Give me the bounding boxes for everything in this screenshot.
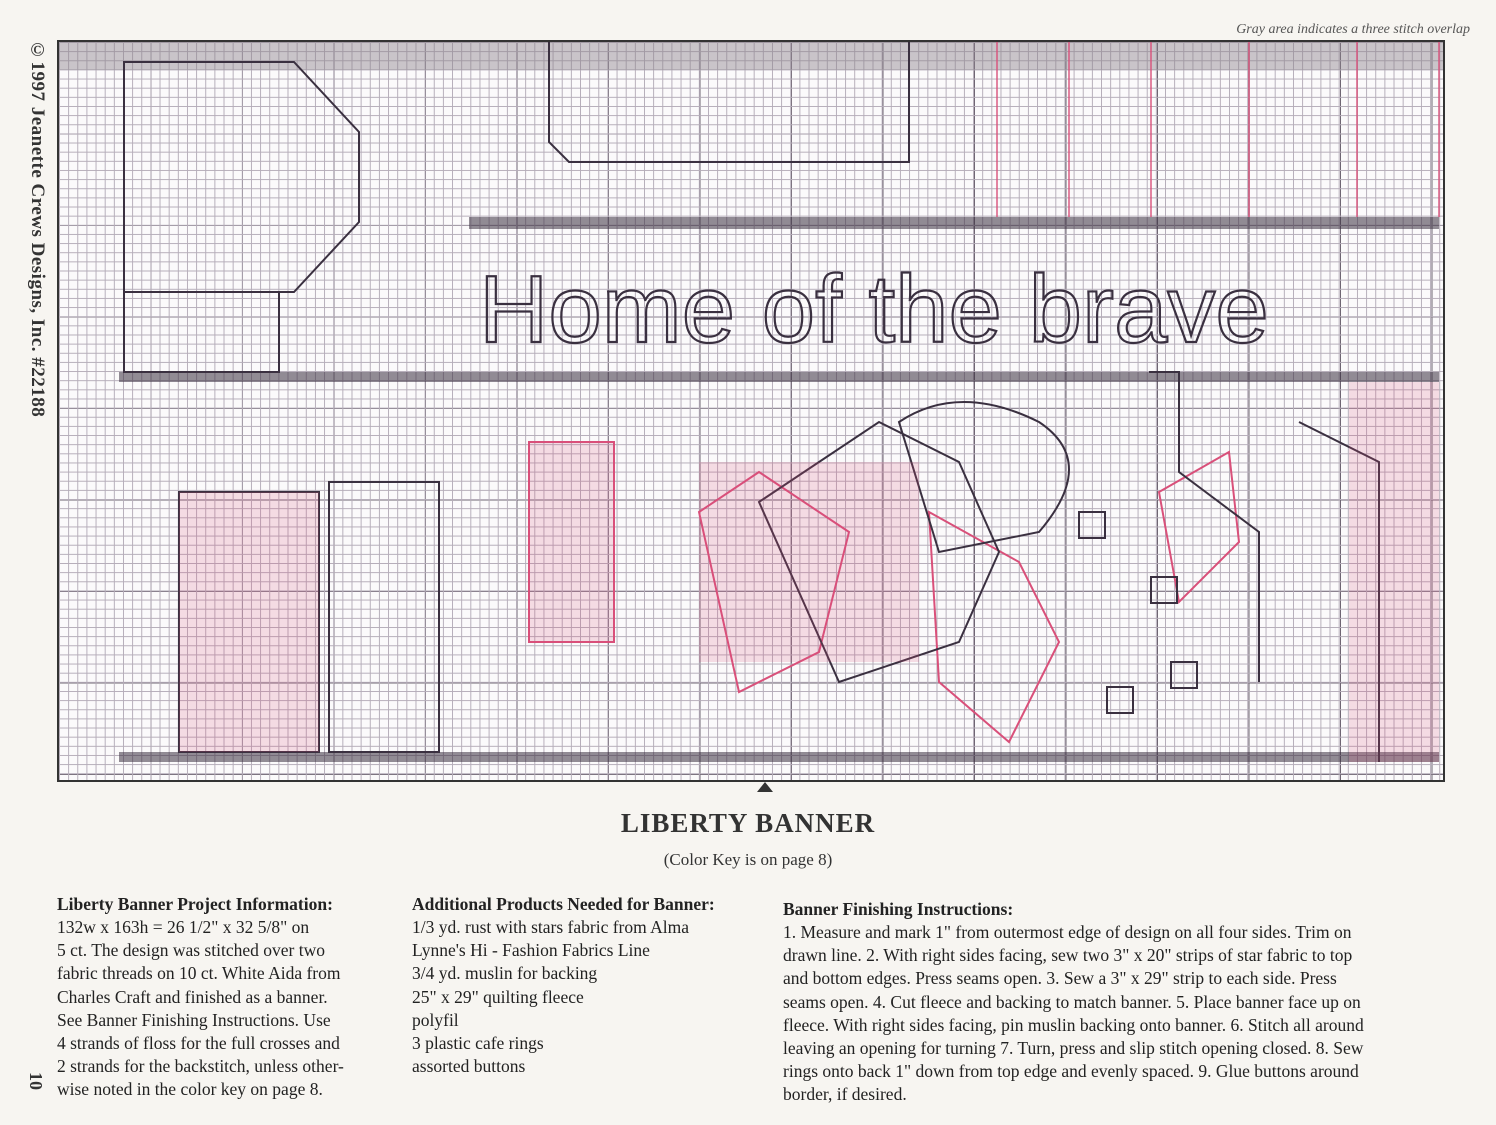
- page-number: 10: [26, 1072, 46, 1090]
- center-arrow-icon: [757, 782, 773, 792]
- page-title: LIBERTY BANNER: [620, 808, 876, 838]
- middle-outlines: [548, 42, 1380, 762]
- page-subtitle: (Color Key is on page 8): [663, 850, 833, 869]
- stitched-lettering: Home of the brave: [479, 256, 1269, 363]
- product-item: 1/3 yd. rust with stars fabric from Alma: [412, 917, 690, 937]
- project-info-line: wise noted in the color key on page 8.: [57, 1079, 323, 1100]
- finishing-line: border, if desired.: [783, 1084, 907, 1105]
- cross-stitch-chart: Home of the brave: [57, 40, 1445, 782]
- product-item: 25" x 29" quilting fleece: [412, 986, 584, 1007]
- overlap-gray-band: [59, 42, 1443, 70]
- product-item: 3/4 yd. muslin for backing: [412, 963, 598, 984]
- finishing-heading: Banner Finishing Instructions:: [783, 899, 1014, 919]
- finishing-line: drawn line. 2. With right sides facing, …: [783, 945, 1353, 966]
- middle-motifs: [528, 441, 1241, 744]
- product-item: polyfil: [412, 1009, 459, 1030]
- finishing-line: leaving an opening for turning 7. Turn, …: [783, 1038, 1364, 1059]
- finishing-column: Banner Finishing Instructions: 1. Measur…: [783, 898, 1453, 1107]
- products-column: Additional Products Needed for Banner: 1…: [412, 893, 732, 1078]
- finishing-line: fleece. With right sides facing, pin mus…: [783, 1014, 1364, 1035]
- project-info-line: 5 ct. The design was stitched over two: [57, 940, 325, 961]
- project-info-line: Charles Craft and finished as a banner.: [57, 986, 328, 1007]
- symbol-patches: [179, 382, 1439, 762]
- products-heading: Additional Products Needed for Banner:: [412, 894, 715, 914]
- finishing-line: seams open. 4. Cut fleece and backing to…: [783, 991, 1361, 1012]
- product-item: assorted buttons: [412, 1056, 526, 1077]
- project-info-line: See Banner Finishing Instructions. Use: [57, 1009, 331, 1030]
- product-item: Lynne's Hi - Fashion Fabrics Line: [412, 940, 650, 961]
- copyright-credit: ©1997 Jeanette Crews Designs, Inc. #2218…: [27, 40, 48, 418]
- project-info-line: 2 strands for the backstitch, unless oth…: [57, 1056, 344, 1077]
- overlap-note: Gray area indicates a three stitch overl…: [1236, 22, 1470, 37]
- project-info-heading: Liberty Banner Project Information:: [57, 894, 333, 914]
- finishing-line: rings onto back 1" down from top edge an…: [783, 1061, 1359, 1082]
- triangle-border: [119, 217, 1439, 762]
- project-info-line: 132w x 163h = 26 1/2" x 32 5/8" on: [57, 917, 310, 937]
- finishing-line: 1. Measure and mark 1" from outermost ed…: [783, 922, 1352, 942]
- chart-motifs: Home of the brave: [119, 42, 1440, 762]
- finishing-line: and bottom edges. Press seams open. 3. S…: [783, 968, 1337, 989]
- left-house: [123, 61, 440, 753]
- project-info-line: 4 strands of floss for the full crosses …: [57, 1033, 340, 1054]
- flag-stripes: [996, 42, 1440, 217]
- product-item: 3 plastic cafe rings: [412, 1033, 544, 1054]
- project-info-column: Liberty Banner Project Information: 132w…: [57, 893, 377, 1102]
- project-info-line: fabric threads on 10 ct. White Aida from: [57, 963, 341, 984]
